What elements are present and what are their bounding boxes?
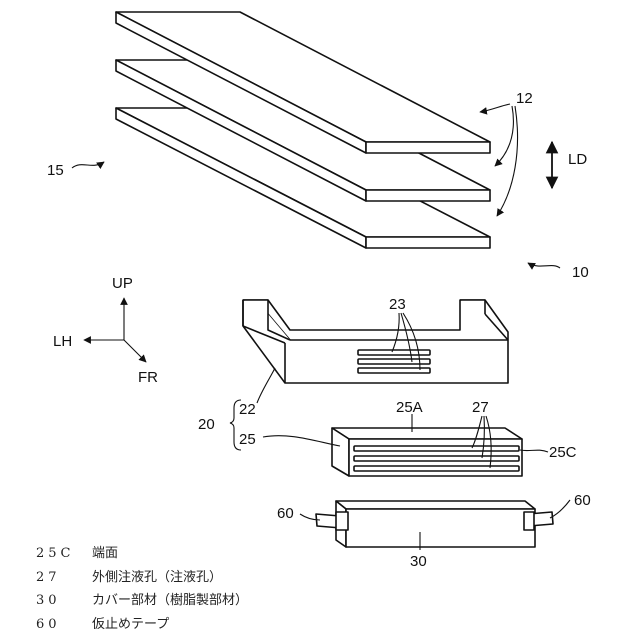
legend-item: 27外側注液孔（注液孔） [36, 566, 248, 590]
legend-item: 25C端面 [36, 542, 248, 566]
label-ld: LD [568, 151, 587, 168]
leader-25 [263, 436, 340, 446]
label-27: 27 [472, 399, 489, 416]
label-25: 25 [239, 431, 256, 448]
tape-right [524, 512, 553, 530]
label-25c: 25C [549, 444, 577, 461]
label-30: 30 [410, 553, 427, 570]
label-fr: FR [138, 369, 158, 386]
label-12: 12 [516, 90, 533, 107]
leader-12b [495, 106, 513, 166]
fr-axis [124, 340, 146, 362]
label-15: 15 [47, 162, 64, 179]
legend-item: 30カバー部材（樹脂製部材） [36, 589, 248, 613]
label-60-right: 60 [574, 492, 591, 509]
leader-12a [480, 104, 510, 112]
cover-part-30 [316, 501, 553, 547]
label-60-left: 60 [277, 505, 294, 522]
label-20: 20 [198, 416, 215, 433]
body-part-25 [332, 428, 522, 476]
leader-10 [528, 263, 560, 268]
reference-legend: 25C端面 27外側注液孔（注液孔） 30カバー部材（樹脂製部材） 60仮止めテ… [36, 542, 248, 636]
leader-22 [257, 368, 275, 403]
tape-left [316, 512, 348, 530]
leader-25c [520, 450, 548, 452]
label-lh: LH [53, 333, 72, 350]
legend-item: 60仮止めテープ [36, 613, 248, 637]
frame-part-22 [243, 300, 508, 383]
leader-15 [72, 162, 104, 168]
label-22: 22 [239, 401, 256, 418]
label-10: 10 [572, 264, 589, 281]
label-25a: 25A [396, 399, 423, 416]
label-23: 23 [389, 296, 406, 313]
label-up: UP [112, 275, 133, 292]
